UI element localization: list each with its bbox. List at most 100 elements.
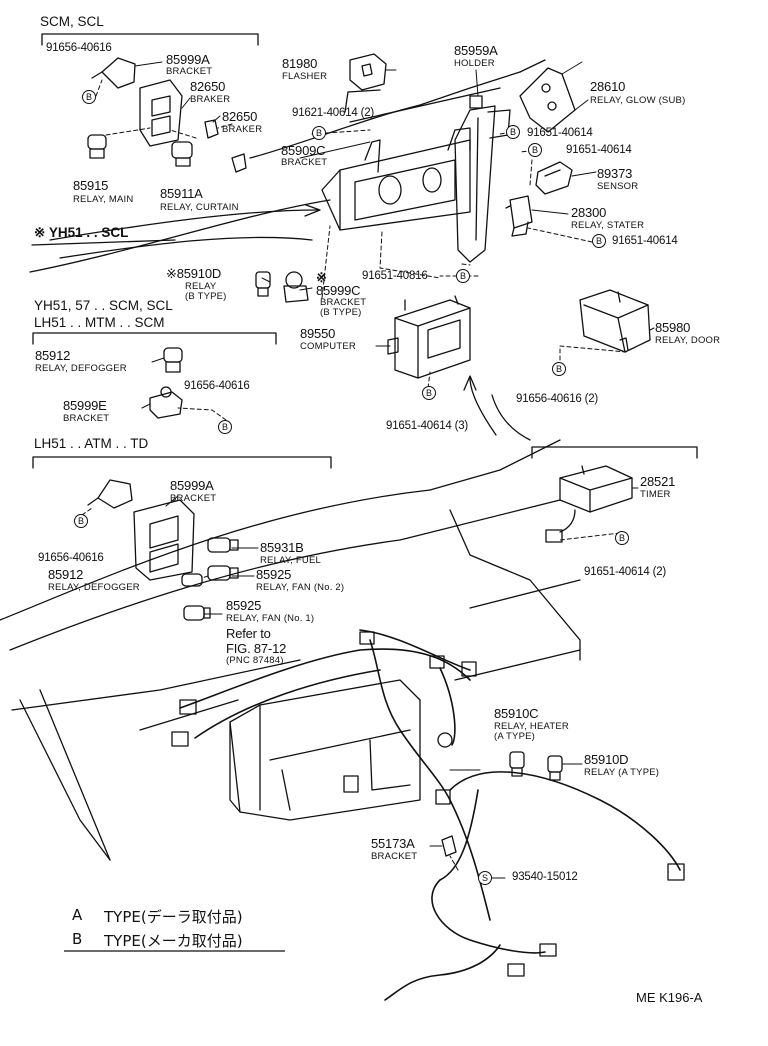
part-name-85910c: RELAY, HEATER (A TYPE) (494, 721, 569, 742)
reference-figure-note: Refer to FIG. 87-12 (226, 626, 287, 656)
relay-curtain-85911a (171, 141, 193, 167)
bracket-85999c (283, 271, 309, 303)
part-name-28300: RELAY, STATER (571, 220, 645, 231)
flasher-81980 (349, 53, 387, 91)
part-name-85959a: HOLDER (454, 58, 495, 69)
marker-b: B (506, 125, 520, 139)
part-number-82650-b: 82650 (222, 109, 258, 124)
part-name-89373: SENSOR (597, 181, 639, 192)
part-name-85925-b: RELAY, FAN (No. 1) (226, 613, 315, 624)
bracket-85999e (149, 386, 183, 419)
part-number-91651-a: 91651-40614 (527, 127, 593, 139)
part-number-89550: 89550 (300, 326, 336, 341)
part-name-85909c: BRACKET (281, 157, 328, 168)
wire-harness (179, 629, 681, 1001)
section-bracket-lh51-mtm (32, 332, 277, 345)
part-name-85911a: RELAY, CURTAIN (160, 202, 239, 213)
part-number-91651-816: 91651-40816 (362, 270, 428, 282)
relay-fan-no1-85925 (183, 605, 211, 621)
part-note-mark: ※ (316, 270, 327, 285)
bracket-55173a (441, 835, 457, 857)
marker-s: S (478, 871, 492, 885)
part-number-91656-b: 91656-40616 (184, 380, 250, 392)
part-number-85915: 85915 (73, 178, 109, 193)
part-number-85911a: 85911A (160, 186, 203, 201)
part-number-91651-2: 91651-40614 (2) (584, 566, 667, 578)
section-bracket-scm-scl (41, 33, 259, 46)
part-number-85999a-top: 85999A (166, 52, 210, 67)
part-number-28521: 28521 (640, 474, 676, 489)
marker-b: B (592, 234, 606, 248)
marker-b: B (456, 269, 470, 283)
relay-heater-85910c (509, 751, 525, 777)
part-name-82650-a: BRAKER (190, 94, 231, 105)
braker-82650-b (231, 153, 247, 173)
part-number-89373: 89373 (597, 166, 633, 181)
header-scm-scl: SCM, SCL (40, 14, 104, 29)
legend-b-text: TYPE(メーカ取付品) (104, 932, 243, 950)
part-number-91656-2: 91656-40616 (2) (516, 393, 599, 405)
wire-connectors (171, 631, 685, 977)
part-number-55173a: 55173A (371, 836, 415, 851)
part-number-85925-a: 85925 (256, 567, 292, 582)
part-number-85910c: 85910C (494, 706, 539, 721)
part-number-85925-b: 85925 (226, 598, 262, 613)
part-number-85910d-b: ※85910D (166, 266, 222, 281)
dashed-leaders (81, 79, 627, 871)
marker-b: B (312, 126, 326, 140)
part-number-91651-c: 91651-40614 (612, 235, 678, 247)
header-yh51-57: YH51, 57 . . SCM, SCL (34, 298, 173, 313)
part-name-82650-b: BRAKER (222, 124, 263, 135)
section-bracket-lh51-atm (32, 456, 332, 469)
part-number-93540: 93540-15012 (512, 871, 578, 883)
main-bracket-85909c (321, 127, 471, 231)
part-name-85931b: RELAY, FUEL (260, 555, 321, 566)
marker-b: B (422, 386, 436, 400)
part-number-85912-a: 85912 (35, 348, 71, 363)
part-number-91651-b: 91651-40614 (566, 144, 632, 156)
part-name-81980: FLASHER (282, 71, 328, 82)
junction-block (229, 679, 421, 821)
part-name-85999a-bottom: BRACKET (170, 493, 217, 504)
marker-b: B (552, 362, 566, 376)
section-underline-yh51 (31, 239, 176, 246)
relay-main-85915 (87, 134, 107, 159)
diagram-code: ME K196-A (636, 990, 703, 1005)
part-number-91656-c: 91656-40616 (38, 552, 104, 564)
sensor-89373 (535, 161, 573, 195)
legend-a-letter: A (72, 906, 83, 924)
leader-lines (134, 61, 655, 879)
marker-b: B (218, 420, 232, 434)
part-number-85910d-a: 85910D (584, 752, 629, 767)
header-lh51-atm: LH51 . . ATM . . TD (34, 436, 149, 451)
part-number-85999a-bottom: 85999A (170, 478, 214, 493)
part-name-28521: TIMER (640, 489, 671, 500)
pointer-arrows (49, 204, 531, 441)
part-number-85931b: 85931B (260, 540, 304, 555)
part-number-28610: 28610 (590, 79, 626, 94)
part-name-85999e: BRACKET (63, 413, 110, 424)
marker-b: B (74, 514, 88, 528)
part-number-91651-3: 91651-40614 (3) (386, 420, 469, 432)
part-name-85910d-a: RELAY (A TYPE) (584, 767, 660, 778)
header-lh51-mtm: LH51 . . MTM . . SCM (34, 315, 165, 330)
header-yh51-scl: ※ YH51 . . SCL (34, 225, 129, 240)
marker-b: B (528, 143, 542, 157)
relay-stater-28300 (505, 195, 533, 237)
holder-85959a (454, 95, 511, 263)
part-number-85912-b: 85912 (48, 567, 84, 582)
dashboard-upper (29, 59, 546, 273)
part-name-85999a-top: BRACKET (166, 66, 213, 77)
section-bracket-timer (531, 446, 698, 459)
part-name-85980: RELAY, DOOR (655, 335, 721, 346)
part-number-91656-a: 91656-40616 (46, 42, 112, 54)
part-number-85999c: 85999C (316, 283, 361, 298)
part-name-85912-a: RELAY, DEFOGGER (35, 363, 127, 374)
part-name-85912-b: RELAY, DEFOGGER (48, 582, 140, 593)
part-name-85925-a: RELAY, FAN (No. 2) (256, 582, 345, 593)
part-number-81980: 81980 (282, 56, 318, 71)
part-name-85915: RELAY, MAIN (73, 194, 134, 205)
